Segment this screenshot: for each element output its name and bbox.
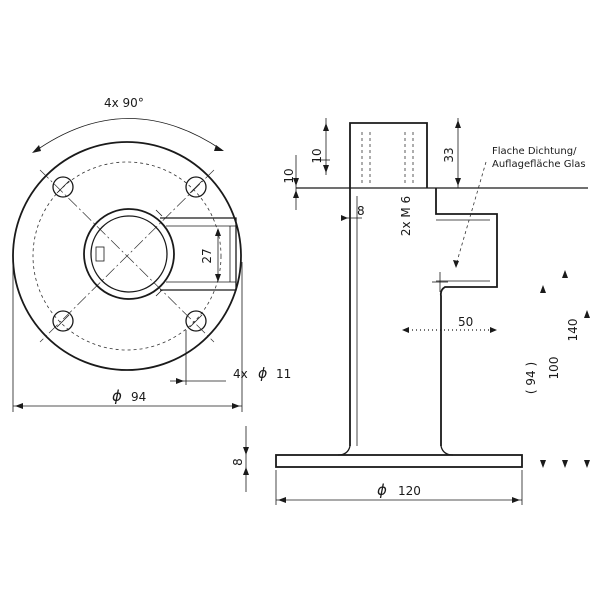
hole-diameter-symbol: ϕ: [258, 366, 267, 382]
note-line-1: Flache Dichtung/: [492, 146, 577, 157]
angle-label: 4x 90°: [104, 96, 144, 110]
flange-diameter-value: 94: [131, 390, 146, 404]
bolt-hole-bottom-right: [185, 310, 207, 332]
slot-depth-label: 27: [200, 248, 214, 263]
bolt-circle: [32, 161, 222, 351]
post-socket-inner: [90, 215, 168, 293]
dim-50: 50: [458, 315, 473, 329]
angle-arc: [33, 118, 223, 153]
dim-10-top: 10: [310, 148, 324, 163]
base-plate: [275, 454, 523, 468]
side-slot: [160, 217, 237, 291]
bolt-hole-top-left: [52, 176, 74, 198]
bolt-hole-top-right: [185, 176, 207, 198]
base-diameter-symbol: ϕ: [377, 481, 387, 499]
side-view: 10 10 33 8 2x M 6 Flache Dichtung/ Aufla…: [231, 118, 590, 505]
hole-count-label: 4x: [233, 367, 248, 381]
dim-8-top: 8: [357, 204, 365, 218]
top-stub: [349, 122, 428, 188]
thread-label: 2x M 6: [399, 196, 413, 236]
post-right-wall: [435, 188, 498, 446]
top-view: 27 4x 90° 4x ϕ 11 ϕ 94: [12, 96, 291, 412]
bolt-hole-bottom-left: [52, 310, 74, 332]
socket-notch: [95, 246, 105, 262]
post-socket-outer: [83, 208, 175, 300]
dim-94-ref: ( 94 ): [524, 362, 538, 394]
flange-outline: [12, 141, 242, 371]
dim-100: 100: [547, 357, 561, 380]
dim-33: 33: [442, 147, 456, 162]
flange-diameter-symbol: ϕ: [112, 387, 122, 405]
note-line-2: Auflagefläche Glas: [492, 159, 586, 170]
dim-8-base: 8: [231, 458, 245, 466]
base-diameter-value: 120: [398, 484, 421, 498]
dim-10-left: 10: [282, 168, 296, 183]
hole-diameter-value: 11: [276, 367, 291, 381]
dim-140: 140: [566, 319, 580, 342]
